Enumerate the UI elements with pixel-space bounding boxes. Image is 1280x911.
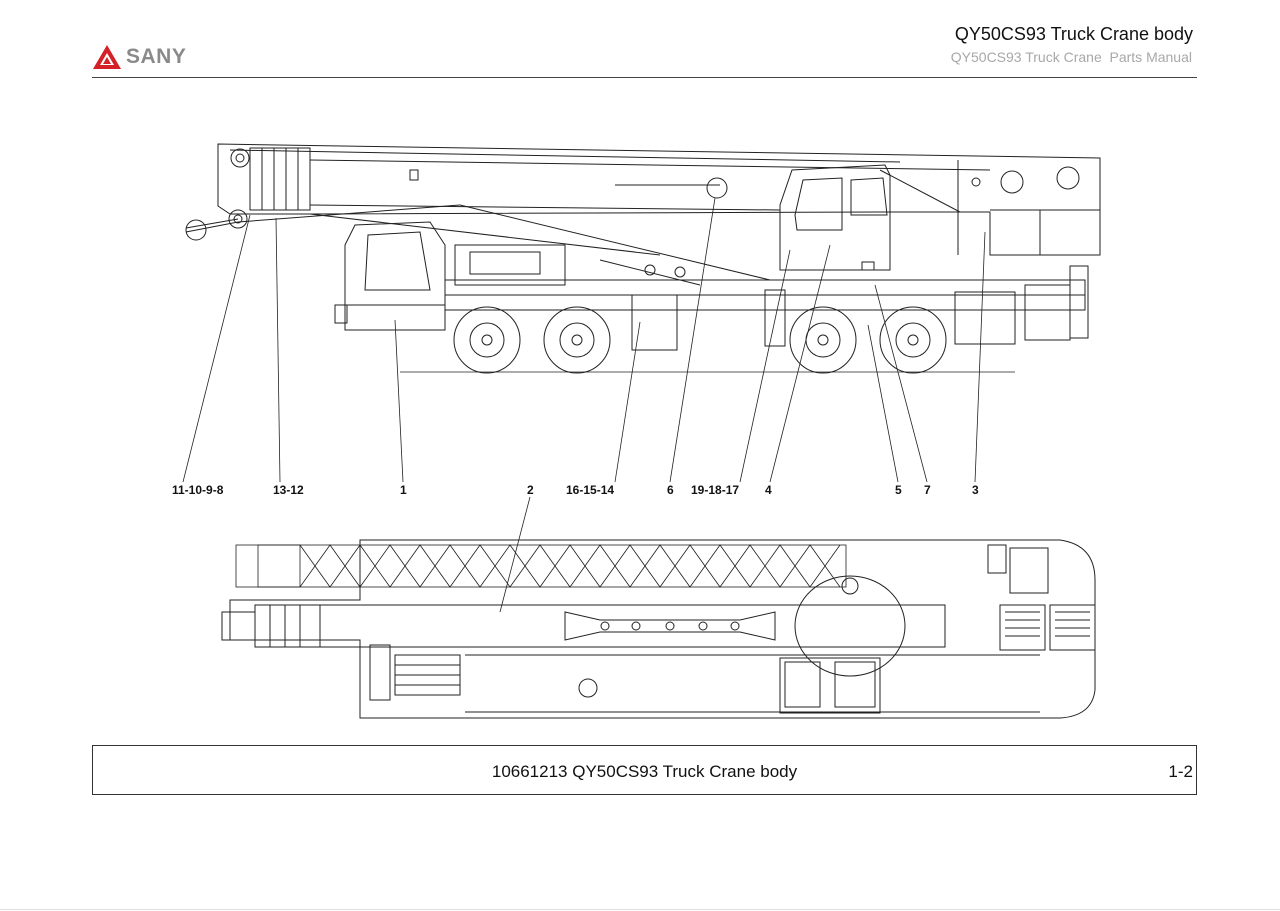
wheel [543,306,611,374]
wheel [453,306,521,374]
bottom-edge [0,909,1280,910]
header-rule [92,77,1197,78]
top-view [221,539,1096,719]
deck-top [369,644,1040,714]
wheels [453,306,947,374]
drawing-title: 10661213 QY50CS93 Truck Crane body [491,762,798,781]
footer-title-block: 10661213 QY50CS93 Truck Crane body 1-2 [92,745,1197,795]
page-number: 1-2 [1168,762,1193,781]
side-view [185,143,1101,374]
page-title: QY50CS93 Truck Crane body [954,24,1193,44]
sany-logo: SANY [92,44,186,70]
leader-lines [182,197,986,613]
main-boom-top [221,575,946,698]
lattice-jib [235,544,847,588]
sany-logo-icon [93,45,121,69]
chassis [444,244,1089,351]
winches [987,544,1096,651]
boom [185,143,1101,281]
wheel [879,306,947,374]
driver-cab [334,221,446,331]
manual-subtitle: QY50CS93 Truck Crane Parts Manual [950,49,1192,65]
operator-cab [779,164,891,271]
brand-name: SANY [126,45,187,68]
